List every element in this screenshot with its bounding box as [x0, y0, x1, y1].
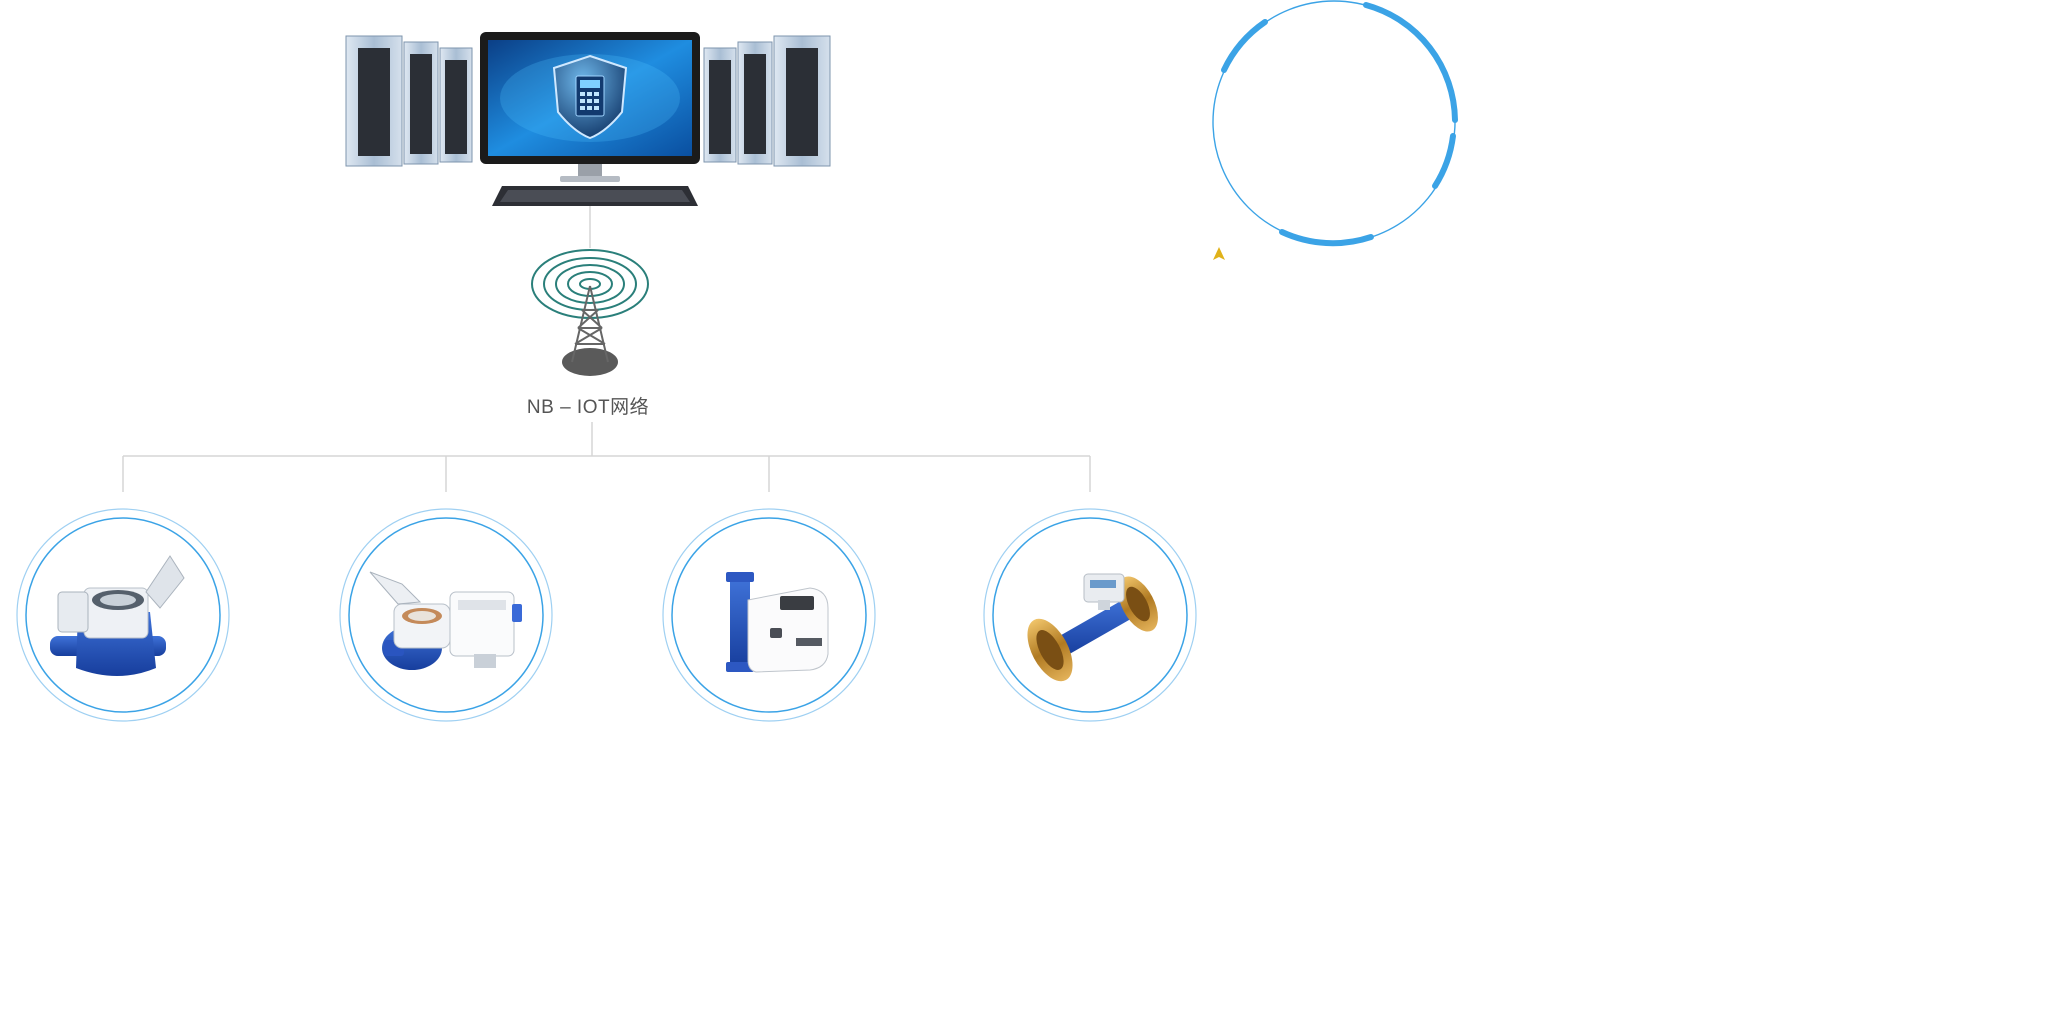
server-rack-left [345, 35, 473, 167]
antenna-icon [531, 249, 649, 376]
device-node-2 [339, 508, 553, 722]
arrow-icon [1213, 247, 1225, 260]
water-meter-icon [50, 555, 185, 676]
water-meter-icon [369, 571, 522, 670]
monitor [480, 32, 700, 182]
device-node-4 [983, 508, 1197, 722]
server-station [345, 32, 831, 206]
network-label: NB – IOT网络 [526, 397, 650, 418]
server-rack-right [703, 35, 831, 167]
decorative-ring [1212, 0, 1458, 247]
water-meter-icon [1027, 573, 1158, 682]
device-node-1 [16, 508, 230, 722]
water-meter-icon [726, 572, 829, 673]
device-node-3 [662, 508, 876, 722]
